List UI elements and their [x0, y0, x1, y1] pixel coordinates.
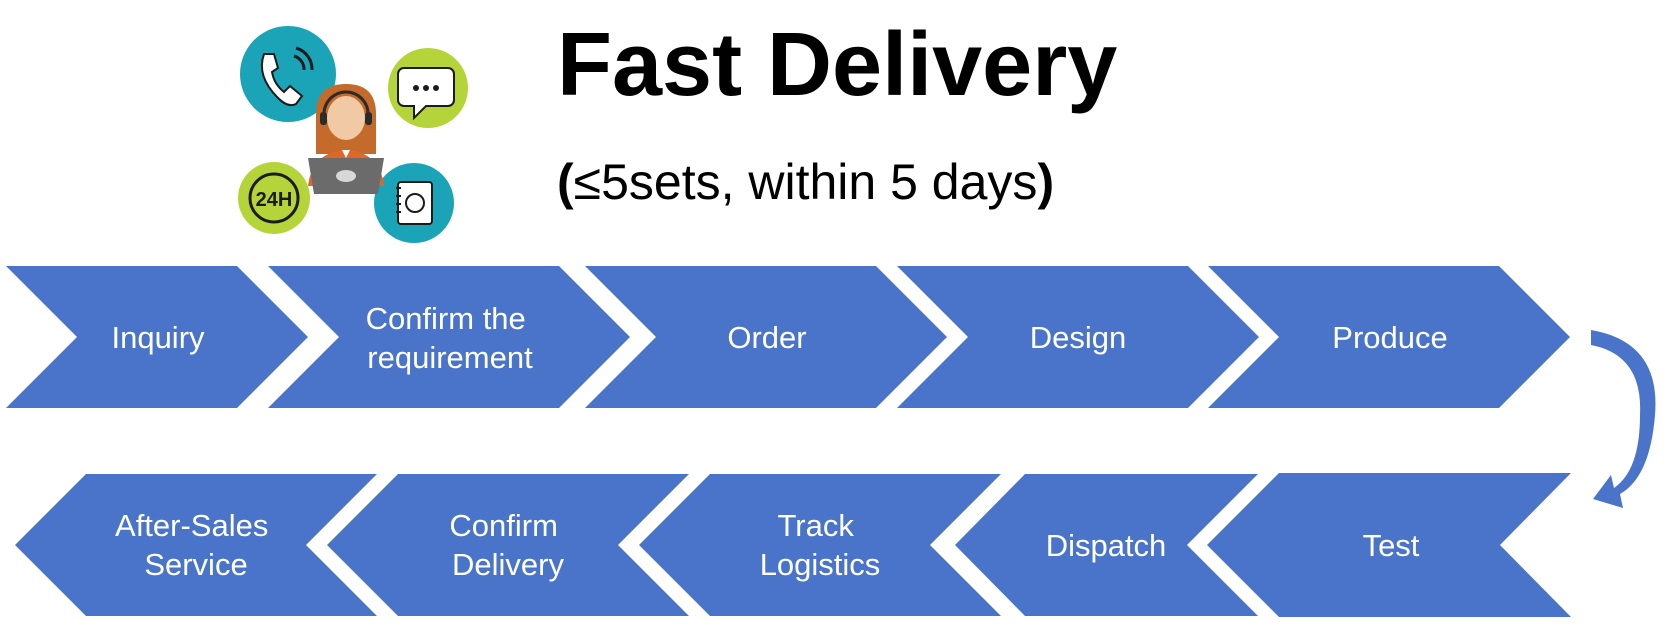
notebook-icon — [374, 163, 454, 243]
step-label-after-sales-service: After-Sales Service — [115, 508, 277, 582]
badge-24h: 24H — [256, 189, 293, 211]
process-step-confirm-delivery: Confirm Delivery — [327, 474, 689, 616]
step-label-confirm-delivery: Confirm Delivery — [449, 508, 566, 582]
process-step-design: Design — [897, 266, 1259, 408]
subtitle-open-paren: ( — [557, 154, 574, 210]
step-label-confirm-requirement: Confirm the requirement — [366, 301, 535, 375]
process-step-confirm-requirement: Confirm the requirement — [268, 266, 630, 408]
phone-icon — [240, 26, 336, 122]
chat-bubble-icon — [388, 48, 468, 128]
step-label-track-logistics: Track Logistics — [760, 508, 881, 582]
subtitle-text: ≤5sets, within 5 days — [573, 154, 1038, 210]
agent-with-laptop-icon — [308, 84, 384, 194]
clock-24h-icon: 24H — [238, 162, 310, 234]
customer-service-logo: 24H — [238, 26, 468, 243]
step-label-test: Test — [1363, 528, 1420, 563]
process-step-track-logistics: Track Logistics — [639, 474, 1001, 616]
process-step-order: Order — [585, 266, 947, 408]
step-label-design: Design — [1030, 320, 1127, 355]
page-subtitle: (≤5sets, within 5 days) — [557, 155, 1054, 210]
process-step-dispatch: Dispatch — [955, 474, 1258, 616]
page-title: Fast Delivery — [557, 15, 1118, 115]
process-step-test: Test — [1207, 473, 1571, 617]
subtitle-close-paren: ) — [1037, 154, 1055, 210]
step-label-produce: Produce — [1332, 320, 1447, 355]
process-step-produce: Produce — [1208, 266, 1570, 408]
turn-down-arrow — [1591, 330, 1656, 508]
step-label-inquiry: Inquiry — [111, 320, 205, 355]
step-label-dispatch: Dispatch — [1046, 528, 1167, 563]
process-step-after-sales-service: After-Sales Service — [15, 474, 377, 616]
step-label-order: Order — [727, 320, 806, 355]
process-step-inquiry: Inquiry — [6, 266, 308, 408]
